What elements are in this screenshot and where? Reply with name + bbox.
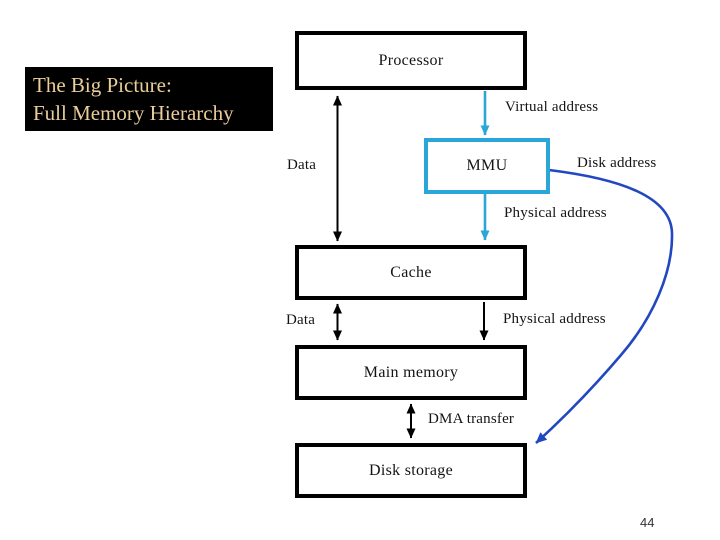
cache-box: Cache [295, 245, 527, 300]
slide-title-line2: Full Memory Hierarchy [33, 101, 234, 125]
disk-storage-label: Disk storage [368, 461, 454, 479]
main-memory-label: Main memory [363, 363, 459, 381]
data-label-bottom: Data [286, 312, 316, 328]
dma-transfer-label: DMA transfer [428, 411, 515, 427]
disk-address-curve-arrow [535, 168, 674, 444]
slide-title: The Big Picture: Full Memory Hierarchy [25, 67, 273, 131]
physical-address-label-bottom: Physical address [503, 311, 606, 327]
page-number: 44 [640, 515, 655, 530]
cache-label: Cache [390, 263, 432, 281]
slide-title-line1: The Big Picture: [33, 73, 172, 97]
disk-address-label: Disk address [577, 155, 657, 171]
main-memory-box: Main memory [295, 345, 527, 400]
disk-storage-box: Disk storage [295, 443, 527, 498]
physical-address-label-top: Physical address [504, 205, 607, 221]
virtual-address-label: Virtual address [505, 99, 599, 115]
processor-box: Processor [295, 31, 527, 90]
mmu-box: MMU [424, 138, 550, 194]
mmu-label: MMU [466, 157, 508, 174]
data-label-top: Data [287, 157, 317, 173]
processor-label: Processor [378, 51, 444, 69]
